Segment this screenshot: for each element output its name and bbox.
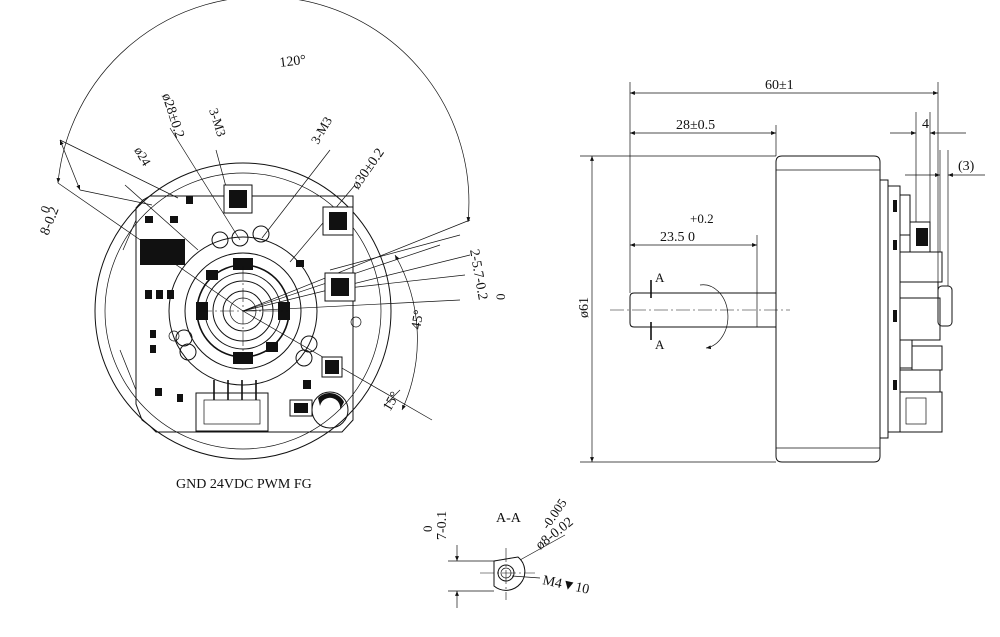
motor-outer-circle bbox=[94, 162, 392, 460]
label-section-title: A-A bbox=[496, 511, 522, 526]
label-angle-15: 15° bbox=[380, 390, 403, 414]
motor-shaft bbox=[629, 292, 777, 328]
section-view: A-A 0 7-0.1 -0.005 ø8-0.02 M4▼10 bbox=[420, 496, 591, 608]
label-dia-30: ø30±0.2 bbox=[349, 146, 388, 192]
angle-120-arc bbox=[56, 0, 471, 223]
label-dim-3: (3) bbox=[958, 159, 975, 174]
label-dim-7-lower: 7-0.1 bbox=[435, 511, 450, 540]
section-a-top: A bbox=[655, 270, 665, 285]
label-angle-120: 120° bbox=[279, 53, 307, 71]
label-thread-3m3-a: 3-M3 bbox=[206, 106, 229, 138]
motor-inner-circle bbox=[104, 172, 382, 450]
connector bbox=[195, 392, 269, 432]
label-dim-7-upper: 0 bbox=[420, 526, 435, 533]
side-view: A A 60±1 28±0.5 4 bbox=[577, 78, 985, 463]
side-pcb bbox=[887, 185, 901, 433]
label-length-total: 60±1 bbox=[765, 78, 794, 93]
section-a-bottom: A bbox=[655, 337, 665, 352]
label-dim-8-upper: 0 bbox=[37, 203, 53, 215]
shaft-section bbox=[493, 556, 526, 591]
ic-chip bbox=[140, 239, 185, 265]
label-dia-61: ø61 bbox=[577, 297, 592, 318]
hub-ring-outer bbox=[168, 236, 318, 386]
motor-body bbox=[775, 155, 881, 463]
label-thread-m4: M4▼10 bbox=[541, 573, 590, 598]
label-thread-3m3-b: 3-M3 bbox=[308, 114, 335, 147]
label-dim-25-upper: 0 bbox=[493, 294, 508, 301]
label-shaft-tol: +0.2 bbox=[690, 211, 714, 226]
label-angle-45: 45° bbox=[409, 309, 427, 331]
angle-45-arc bbox=[394, 254, 418, 411]
label-pin-names: GND 24VDC PWM FG bbox=[176, 477, 312, 492]
label-shaft-length: 23.5 0 bbox=[660, 230, 695, 245]
rotation-arrow bbox=[699, 284, 729, 350]
front-view: 120° ø28±0.2 3-M3 3-M3 ø30±0.2 ø24 0 8-0… bbox=[37, 0, 508, 492]
label-dia-24: ø24 bbox=[131, 144, 154, 169]
label-dia-28: ø28±0.2 bbox=[158, 92, 187, 141]
label-dim-25-lower: 2-5.7-0.2 bbox=[466, 248, 490, 301]
label-length-28: 28±0.5 bbox=[676, 118, 715, 133]
capacitor bbox=[311, 391, 349, 429]
label-dim-4: 4 bbox=[922, 117, 929, 132]
